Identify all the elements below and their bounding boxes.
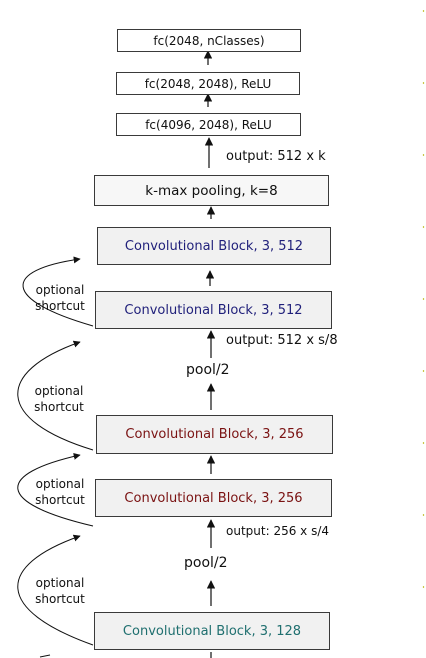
conv-block-256-top-label: Convolutional Block, 3, 256 [125, 427, 304, 442]
fc-output-layer-label: fc(2048, nClasses) [153, 33, 265, 48]
output-s4-label: output: 256 x s/4 [226, 524, 330, 538]
kmax-pooling-layer: k-max pooling, k=8 [94, 175, 329, 206]
shortcut-label-1-line1: optional [35, 283, 85, 297]
fc-hidden-layer-1-label: fc(4096, 2048), ReLU [145, 117, 272, 132]
conv-block-128: Convolutional Block, 3, 128 [94, 612, 330, 650]
shortcut-label-2-line2: shortcut [34, 400, 84, 414]
conv-block-256-bottom: Convolutional Block, 3, 256 [95, 479, 332, 517]
kmax-pooling-label: k-max pooling, k=8 [145, 182, 278, 199]
shortcut-label-2: optional shortcut [19, 383, 99, 415]
conv-block-512-bottom-label: Convolutional Block, 3, 512 [124, 302, 303, 318]
conv-block-512-top-label: Convolutional Block, 3, 512 [124, 238, 304, 254]
shortcut-curve-tail [39, 654, 51, 658]
conv-block-128-label: Convolutional Block, 3, 128 [122, 623, 302, 639]
shortcut-label-3-line2: shortcut [35, 493, 85, 507]
fc-hidden-layer-1: fc(4096, 2048), ReLU [116, 113, 301, 136]
conv-block-512-top: Convolutional Block, 3, 512 [97, 227, 331, 265]
shortcut-label-1-line2: shortcut [35, 299, 85, 313]
shortcut-label-3: optional shortcut [20, 476, 100, 508]
fc-output-layer: fc(2048, nClasses) [117, 29, 301, 52]
shortcut-label-3-line1: optional [35, 477, 85, 491]
shortcut-curve-3 [17, 452, 94, 527]
shortcut-curve-4 [17, 534, 94, 646]
conv-block-256-bottom-label: Convolutional Block, 3, 256 [124, 490, 303, 506]
shortcut-label-4-line2: shortcut [35, 592, 85, 606]
output-s8-label: output: 512 x s/8 [226, 333, 338, 348]
shortcut-label-2-line1: optional [34, 384, 84, 398]
conv-block-256-top: Convolutional Block, 3, 256 [96, 415, 333, 454]
fc-hidden-layer-2-label: fc(2048, 2048), ReLU [144, 76, 272, 91]
right-edge-marks [422, 10, 425, 650]
pool-label-lower: pool/2 [184, 555, 228, 571]
output-kmax-label: output: 512 x k [226, 149, 326, 164]
shortcut-label-4-line1: optional [35, 576, 85, 590]
shortcut-curve-2 [17, 340, 94, 451]
pool-label-upper: pool/2 [186, 362, 230, 378]
shortcut-curve-1 [22, 256, 94, 327]
fc-hidden-layer-2: fc(2048, 2048), ReLU [116, 72, 300, 95]
shortcut-label-4: optional shortcut [20, 575, 100, 607]
conv-block-512-bottom: Convolutional Block, 3, 512 [95, 291, 332, 329]
shortcut-label-1: optional shortcut [20, 282, 100, 314]
